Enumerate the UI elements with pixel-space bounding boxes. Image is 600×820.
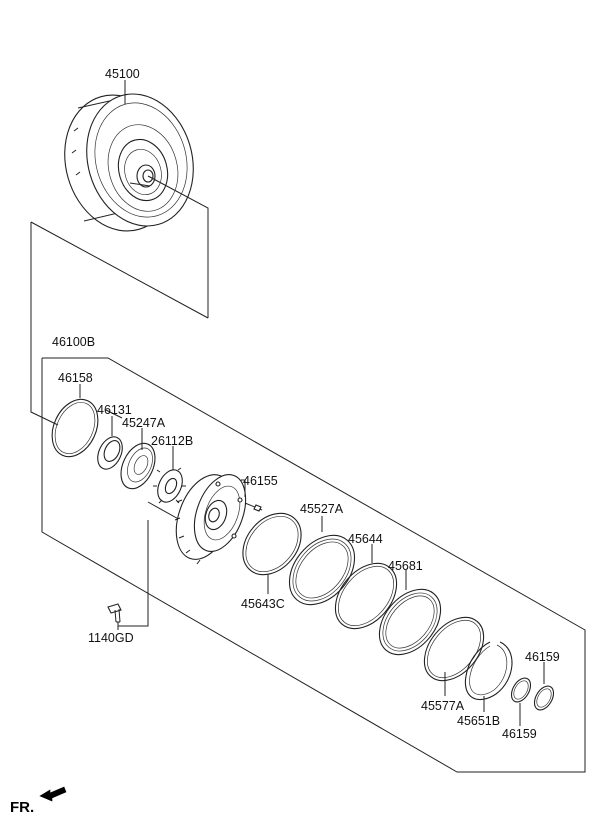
front-label: FR. bbox=[10, 799, 34, 816]
label-45100: 45100 bbox=[105, 67, 140, 81]
label-45643C: 45643C bbox=[241, 597, 285, 611]
label-45644: 45644 bbox=[348, 532, 383, 546]
outer-gear-45247A bbox=[120, 442, 156, 490]
label-46131: 46131 bbox=[97, 403, 132, 417]
label-46155: 46155 bbox=[243, 474, 278, 488]
label-26112B: 26112B bbox=[151, 434, 193, 448]
label-46100B: 46100B bbox=[52, 335, 95, 349]
label-46159-top: 46159 bbox=[525, 650, 560, 664]
ring-45644 bbox=[334, 562, 398, 630]
label-46159-bottom: 46159 bbox=[502, 727, 537, 741]
ring-46159-a bbox=[510, 677, 532, 703]
assembly-guide-lines bbox=[30, 221, 586, 773]
snap-ring-45651B bbox=[464, 641, 513, 700]
ring-45577A bbox=[423, 616, 485, 682]
label-45681: 45681 bbox=[388, 559, 423, 573]
front-orientation-marker: FR. bbox=[10, 786, 67, 816]
leader-lines bbox=[79, 80, 545, 726]
label-45527A: 45527A bbox=[300, 502, 344, 516]
label-45247A: 45247A bbox=[122, 416, 166, 430]
ring-46159-b bbox=[533, 685, 555, 711]
bolt-1140GD bbox=[107, 603, 122, 630]
ring-45527A bbox=[288, 534, 356, 606]
label-45577A: 45577A bbox=[421, 699, 465, 713]
torque-converter bbox=[64, 93, 209, 318]
oil-pump-housing bbox=[174, 474, 247, 565]
pin-46155 bbox=[244, 502, 263, 512]
front-direction-arrow-icon bbox=[39, 786, 67, 802]
label-46158: 46158 bbox=[58, 371, 93, 385]
label-1140GD: 1140GD bbox=[88, 631, 134, 645]
label-45651B: 45651B bbox=[457, 714, 500, 728]
o-ring-46158 bbox=[51, 398, 99, 458]
ring-45681 bbox=[378, 588, 442, 656]
inner-rotor-26112B bbox=[153, 467, 186, 504]
oil-seal-46131 bbox=[97, 436, 123, 470]
ring-45643C bbox=[242, 512, 302, 576]
